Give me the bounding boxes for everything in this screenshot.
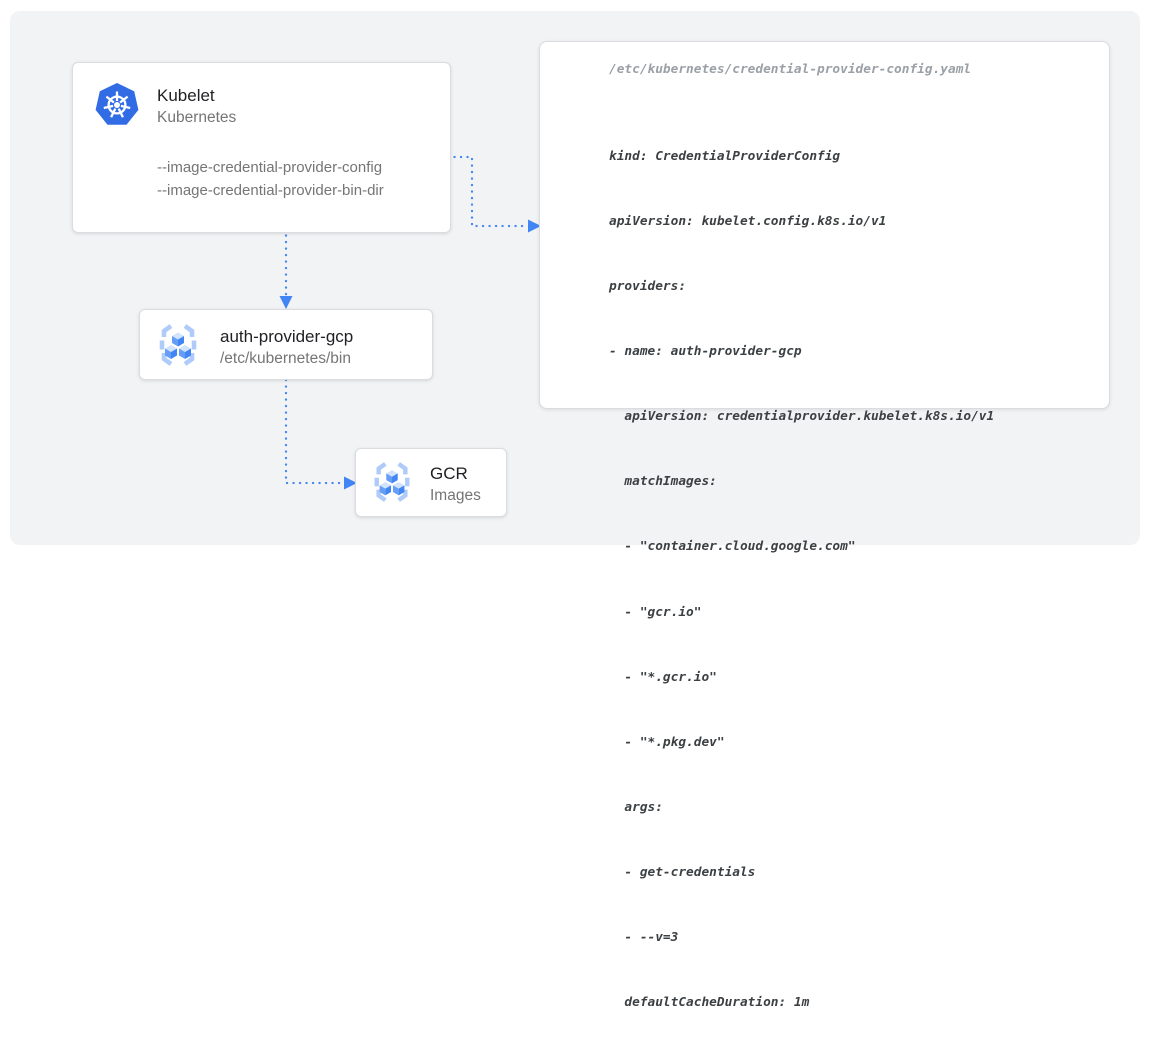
node-auth-provider-gcp: auth-provider-gcp /etc/kubernetes/bin [139, 309, 433, 380]
flag-image-credential-provider-config: --image-credential-provider-config [157, 159, 383, 176]
auth-provider-subtitle: /etc/kubernetes/bin [220, 350, 351, 367]
yaml-line: - "*.gcr.io" [609, 669, 717, 685]
kubernetes-icon [93, 80, 141, 133]
config-filename: /etc/kubernetes/credential-provider-conf… [609, 62, 972, 77]
diagram-page: Kubelet Kubernetes --image-credential-pr… [10, 11, 1140, 1010]
flag-image-credential-provider-bin-dir: --image-credential-provider-bin-dir [157, 182, 384, 199]
yaml-line: matchImages: [609, 474, 717, 490]
kubelet-title: Kubelet [157, 86, 215, 105]
config-panel: /etc/kubernetes/credential-provider-conf… [539, 41, 1110, 1010]
yaml-line: kind: CredentialProviderConfig [609, 148, 841, 164]
gcr-icon [154, 323, 202, 372]
yaml-line: - "*.pkg.dev" [609, 734, 725, 750]
kubelet-flags: --image-credential-provider-config --ima… [157, 156, 430, 202]
gcr-title: GCR [430, 464, 468, 483]
yaml-line: providers: [609, 279, 687, 295]
yaml-line: - "gcr.io" [609, 604, 702, 620]
yaml-line: - --v=3 [609, 930, 679, 946]
gcr-icon [369, 461, 415, 508]
node-gcr: GCR Images [355, 448, 507, 517]
gcr-subtitle: Images [430, 487, 481, 504]
yaml-line: - "container.cloud.google.com" [609, 539, 856, 555]
yaml-line: apiVersion: credentialprovider.kubelet.k… [609, 409, 995, 425]
yaml-line: args: [609, 799, 663, 815]
node-kubelet: Kubelet Kubernetes --image-credential-pr… [72, 62, 451, 233]
yaml-line: - get-credentials [609, 865, 756, 880]
yaml-line: apiVersion: kubelet.config.k8s.io/v1 [609, 213, 887, 229]
auth-provider-title: auth-provider-gcp [220, 327, 354, 346]
kubelet-subtitle: Kubernetes [157, 109, 237, 126]
config-yaml: kind: CredentialProviderConfig apiVersio… [609, 102, 1089, 1057]
yaml-line: - name: auth-provider-gcp [609, 344, 802, 360]
yaml-line: defaultCacheDuration: 1m [609, 995, 810, 1011]
